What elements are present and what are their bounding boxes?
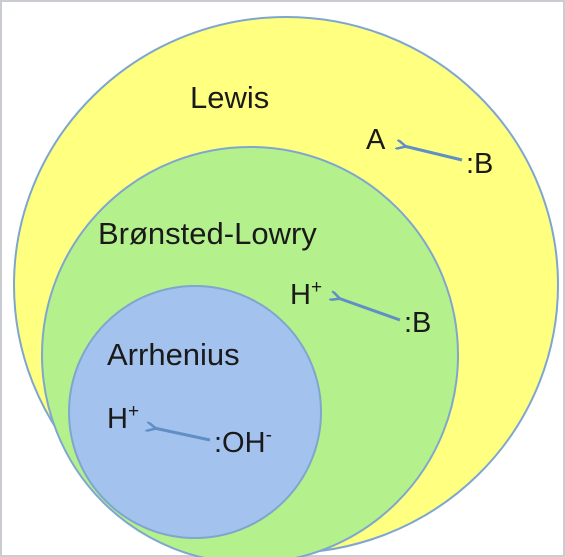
arrhenius-acceptor: H+: [107, 401, 139, 435]
bronsted-acceptor-charge: +: [311, 277, 322, 298]
lewis-title: Lewis: [190, 80, 269, 115]
arrhenius-title: Arrhenius: [107, 337, 240, 372]
lewis-donor: :B: [466, 148, 493, 180]
arrhenius-acceptor-base: H: [107, 403, 128, 435]
lewis-arrow: [404, 146, 463, 162]
bronsted-acceptor-base: H: [290, 279, 311, 311]
lewis-acceptor: A: [366, 124, 386, 156]
arrhenius-donor-base: :OH: [214, 427, 266, 459]
bronsted-lowry-title: Brønsted-Lowry: [98, 216, 317, 251]
arrhenius-donor: :OH-: [214, 425, 272, 459]
bronsted-acceptor: H+: [290, 277, 322, 311]
bronsted-arrow: [338, 298, 401, 322]
arrhenius-circle: [68, 285, 322, 539]
arrhenius-donor-charge: -: [266, 425, 272, 446]
arrhenius-acceptor-charge: +: [128, 401, 139, 422]
bronsted-donor: :B: [404, 307, 431, 339]
arrhenius-arrow: [154, 428, 211, 442]
